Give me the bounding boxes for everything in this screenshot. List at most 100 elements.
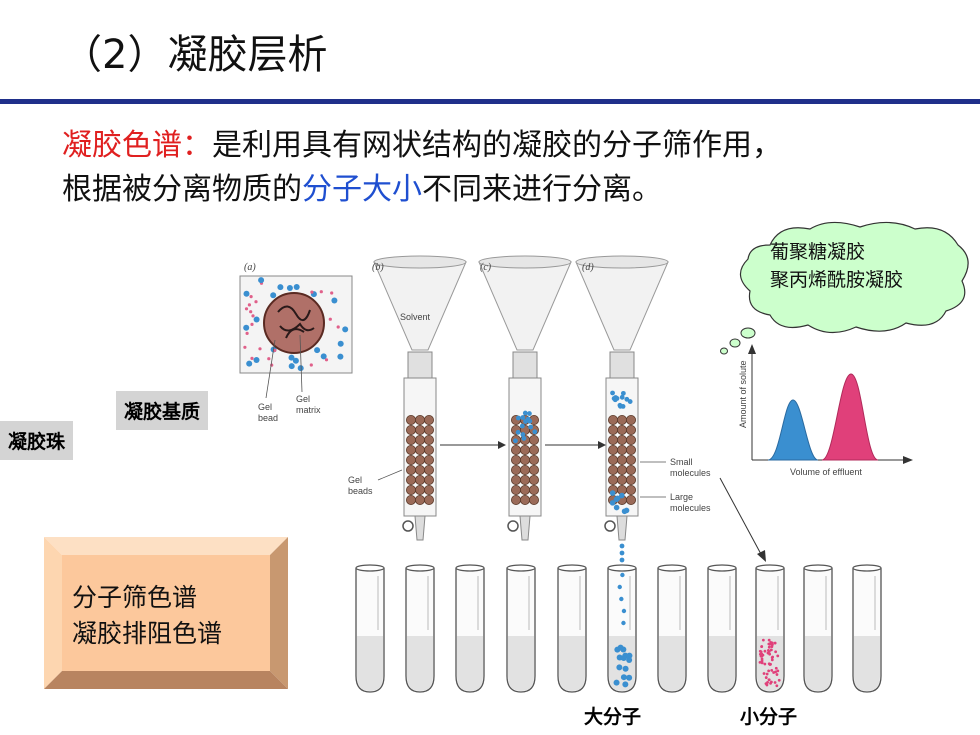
gel-bead: [414, 424, 425, 435]
gel-bead: [626, 464, 637, 475]
tube-rim: [355, 564, 385, 572]
solute-dot: [515, 429, 521, 435]
gel-bead: [626, 424, 637, 435]
gel-bead: [529, 464, 540, 475]
gel-bead: [423, 444, 434, 455]
gel-bead: [617, 454, 628, 465]
small-molecule-dot: [767, 645, 771, 649]
solute-dot: [337, 340, 344, 347]
large-molecule-dot: [620, 674, 627, 681]
cloud-line-2: 聚丙烯酰胺凝胶: [770, 269, 904, 291]
test-tube: [803, 564, 833, 693]
solute-dot: [286, 285, 293, 291]
solute-dot: [624, 396, 630, 402]
drip-dot: [620, 572, 625, 578]
gel-bead: [617, 434, 628, 445]
stopper: [407, 351, 433, 381]
tube-rim: [607, 564, 637, 572]
gel-bead: [423, 474, 434, 485]
tube-rim: [455, 564, 485, 572]
large-molecule-dot: [620, 655, 627, 662]
solute-dot: [520, 432, 526, 437]
x-axis-caption: Volume of effluent: [790, 467, 862, 477]
arrow-to-small: [719, 477, 763, 557]
large-molecule-dot: [622, 665, 629, 672]
drip-dot: [619, 557, 625, 563]
large-molecule-dot: [626, 652, 633, 659]
tube-liquid: [357, 636, 383, 691]
gel-bead: [414, 414, 425, 425]
gel-bead: [617, 474, 628, 485]
slide-title: （2）凝胶层析: [62, 32, 328, 78]
solute-dot: [267, 357, 271, 361]
test-tube: [506, 564, 536, 693]
column-d: [575, 255, 669, 584]
gel-bead: [423, 414, 434, 425]
small-molecule-dot: [767, 638, 771, 642]
gel-bead: [414, 484, 425, 495]
tube-rim: [557, 564, 587, 572]
gel-bead: [414, 444, 425, 455]
stopper: [609, 351, 635, 381]
small-molecule-dot: [777, 678, 781, 682]
solute-dot: [520, 415, 526, 420]
alt-name-1: 分子筛色谱: [72, 583, 198, 612]
gel-bead: [608, 414, 619, 425]
gel-bead: [626, 434, 637, 445]
solute-dot: [611, 396, 617, 401]
gel-bead: [626, 454, 637, 465]
large-molecule-dot: [620, 646, 627, 653]
gel-bead: [529, 474, 540, 485]
stopcock: [604, 520, 616, 532]
gel-bead: [405, 444, 416, 455]
large-molecule-dot: [616, 664, 623, 671]
solute-dot: [243, 324, 250, 331]
solute-dot: [250, 356, 254, 360]
gel-bead: [520, 494, 531, 505]
small-molecule-dot: [770, 645, 774, 648]
gel-bead: [405, 454, 416, 465]
solute-dot: [245, 331, 249, 335]
small-molecule-dot: [760, 659, 764, 663]
drip-dot: [617, 584, 622, 590]
large-molecule-dot: [613, 679, 620, 686]
tube-liquid: [508, 636, 534, 691]
small-molecule-dot: [770, 658, 774, 662]
panel-c-label: (c): [480, 262, 492, 273]
small-molecule-dot: [774, 666, 778, 670]
small-molecule-dot: [767, 669, 771, 673]
solute-dot: [527, 418, 533, 424]
cloud-shape: [739, 221, 969, 334]
drip-dot: [619, 543, 625, 549]
tube-liquid: [609, 636, 635, 691]
gel-bead: [520, 454, 531, 465]
tube-rim: [657, 564, 687, 572]
gel-bead: [414, 464, 425, 475]
gel-bead: [529, 444, 540, 455]
definition-text: 凝胶色谱：是利用具有网状结构的凝胶的分子筛作用， 根据被分离物质的分子大小不同来…: [62, 124, 962, 212]
gel-bead: [423, 454, 434, 465]
definition-line-2: 根据被分离物质的分子大小不同来进行分离。: [62, 168, 962, 212]
solute-dot: [330, 291, 334, 295]
solute-dot: [258, 347, 262, 351]
definition-line-2-post: 不同来进行分离。: [422, 172, 662, 207]
solute-dot: [619, 394, 625, 400]
solute-dot: [336, 325, 340, 329]
solute-dot: [277, 284, 284, 291]
column-outlet: [519, 515, 531, 541]
gel-bead: [626, 474, 637, 485]
solute-dot: [249, 310, 253, 314]
gel-bead: [510, 484, 521, 495]
small-molecule-dot: [775, 684, 779, 688]
panel-b-label: (b): [372, 262, 384, 273]
small-molecule-dot: [761, 638, 765, 642]
small-molecule-dot: [767, 662, 771, 666]
solute-dot: [314, 347, 321, 354]
solute-dot: [293, 284, 300, 290]
funnel: [575, 261, 669, 351]
gel-bead: [510, 474, 521, 485]
gel-bead: [608, 424, 619, 435]
cloud-callout: [720, 221, 969, 355]
